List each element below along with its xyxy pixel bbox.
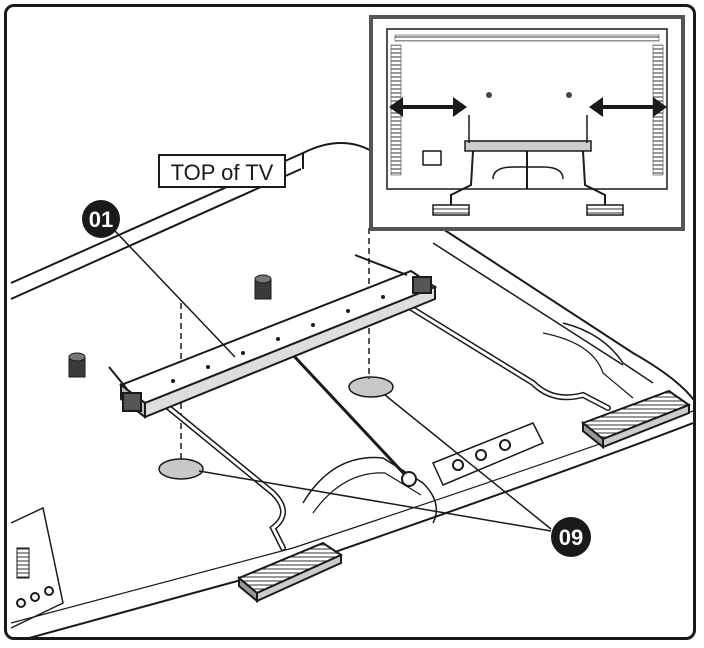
stand-foot-left bbox=[237, 541, 344, 604]
rubber-pad-left bbox=[158, 458, 204, 480]
rubber-pad-right bbox=[348, 376, 394, 398]
top-of-tv-label: TOP of TV bbox=[158, 154, 286, 188]
inset-view bbox=[369, 15, 685, 231]
callout-line-09-left bbox=[198, 470, 552, 532]
tv-body bbox=[10, 142, 693, 637]
stand-leg-right-inner bbox=[401, 301, 610, 410]
svg-text:01: 01 bbox=[89, 207, 113, 232]
stand-foot-right bbox=[580, 389, 692, 450]
callout-line-09-right bbox=[384, 394, 552, 530]
svg-text:09: 09 bbox=[559, 525, 583, 550]
svg-text:TOP of TV: TOP of TV bbox=[171, 160, 274, 185]
support-wire bbox=[291, 353, 410, 480]
width-arrow-left bbox=[389, 97, 467, 117]
width-arrow-right bbox=[589, 97, 667, 117]
screw-post-right bbox=[254, 274, 272, 300]
part-label-09: 09 bbox=[551, 517, 591, 557]
callout-line-01 bbox=[114, 230, 236, 358]
assembly-diagram: 01 09 TOP of TV bbox=[10, 15, 693, 637]
part-label-01: 01 bbox=[82, 200, 120, 238]
screw-post-left bbox=[68, 352, 86, 378]
mounting-bracket bbox=[108, 254, 438, 419]
support-wire-anchor bbox=[401, 471, 417, 487]
diagram-frame: 01 09 TOP of TV bbox=[4, 4, 696, 640]
stand-leg-left-inner bbox=[161, 401, 285, 550]
stand-leg-right bbox=[400, 300, 611, 411]
